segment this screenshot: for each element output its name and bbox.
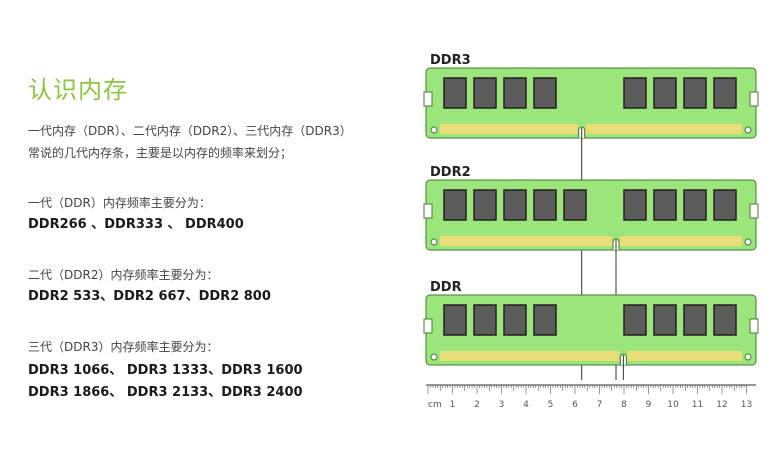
ruler-tick-label: 2: [474, 400, 480, 410]
ruler-tick-label: 13: [741, 400, 752, 410]
memory-chip: [443, 189, 467, 221]
mount-hole: [430, 126, 438, 134]
memory-chip: [533, 77, 557, 109]
mount-hole: [744, 353, 752, 361]
side-notch-left: [423, 91, 433, 107]
memory-chip: [683, 189, 707, 221]
intro-text: 一代内存（DDR）、二代内存（DDR2）、三代内存（DDR3） 常说的几代内存条…: [28, 120, 352, 164]
intro-line-1: 一代内存（DDR）、二代内存（DDR2）、三代内存（DDR3）: [28, 124, 352, 138]
ruler-tick-label: 8: [621, 400, 627, 410]
side-notch-right: [749, 318, 759, 334]
memory-chip: [713, 189, 737, 221]
gen1-heading: 一代（DDR）内存频率主要分为：: [28, 196, 211, 210]
gen3-values-2: DDR3 1866、 DDR3 2133、DDR3 2400: [28, 385, 303, 400]
side-notch-left: [423, 318, 433, 334]
gen1-values: DDR266 、DDR333 、 DDR400: [28, 217, 244, 232]
mount-hole: [430, 238, 438, 246]
memory-chip: [443, 304, 467, 336]
gold-contacts-right: [620, 236, 742, 246]
ruler-unit-label: cm: [428, 400, 442, 410]
gen3-values-1: DDR3 1066、 DDR3 1333、DDR3 1600: [28, 363, 303, 378]
ruler-tick-label: 5: [548, 400, 554, 410]
side-notch-left: [423, 203, 433, 219]
side-notch-right: [749, 91, 759, 107]
memory-chip: [653, 77, 677, 109]
memory-chip: [473, 77, 497, 109]
gen1-section: 一代（DDR）内存频率主要分为： DDR266 、DDR333 、 DDR400: [28, 192, 244, 236]
gold-contacts-left: [440, 124, 578, 134]
ruler-tick-label: 7: [597, 400, 603, 410]
ruler-tick-label: 1: [450, 400, 456, 410]
memory-chip: [653, 304, 677, 336]
page-title: 认识内存: [28, 76, 128, 104]
memory-chip: [713, 304, 737, 336]
ruler-tick-label: 12: [716, 400, 727, 410]
memory-chip: [653, 189, 677, 221]
memory-chip: [563, 189, 587, 221]
module-label: DDR3: [430, 53, 471, 68]
mount-hole: [744, 126, 752, 134]
memory-chip: [503, 189, 527, 221]
memory-chip: [713, 77, 737, 109]
intro-line-2: 常说的几代内存条，主要是以内存的频率来划分；: [28, 146, 293, 160]
mount-hole: [430, 353, 438, 361]
memory-chip: [533, 304, 557, 336]
side-notch-right: [749, 203, 759, 219]
mount-hole: [744, 238, 752, 246]
ruler-tick-label: 4: [523, 400, 529, 410]
memory-chip: [503, 77, 527, 109]
memory-chip: [623, 189, 647, 221]
module-label: DDR: [430, 280, 462, 295]
memory-chip: [683, 304, 707, 336]
ruler-tick-label: 10: [667, 400, 679, 410]
gen2-section: 二代（DDR2）内存频率主要分为： DDR2 533、DDR2 667、DDR2…: [28, 264, 271, 308]
memory-chip: [623, 304, 647, 336]
gen3-section: 三代（DDR3）内存频率主要分为： DDR3 1066、 DDR3 1333、D…: [28, 336, 303, 404]
ruler-tick-label: 9: [646, 400, 652, 410]
ruler-tick-label: 11: [692, 400, 703, 410]
memory-chip: [683, 77, 707, 109]
ruler-tick-label: 6: [572, 400, 578, 410]
memory-chip: [473, 189, 497, 221]
module-label: DDR2: [430, 165, 471, 180]
memory-chip: [623, 77, 647, 109]
gold-contacts-right: [585, 124, 742, 134]
gen3-heading: 三代（DDR3）内存频率主要分为：: [28, 340, 219, 354]
gold-contacts-left: [440, 351, 620, 361]
memory-chip: [533, 189, 557, 221]
memory-chip: [443, 77, 467, 109]
ruler-tick-label: 3: [499, 400, 505, 410]
memory-chip: [503, 304, 527, 336]
gen2-values: DDR2 533、DDR2 667、DDR2 800: [28, 289, 271, 304]
gen2-heading: 二代（DDR2）内存频率主要分为：: [28, 268, 219, 282]
gold-contacts-right: [627, 351, 742, 361]
memory-chip: [473, 304, 497, 336]
gold-contacts-left: [440, 236, 612, 246]
